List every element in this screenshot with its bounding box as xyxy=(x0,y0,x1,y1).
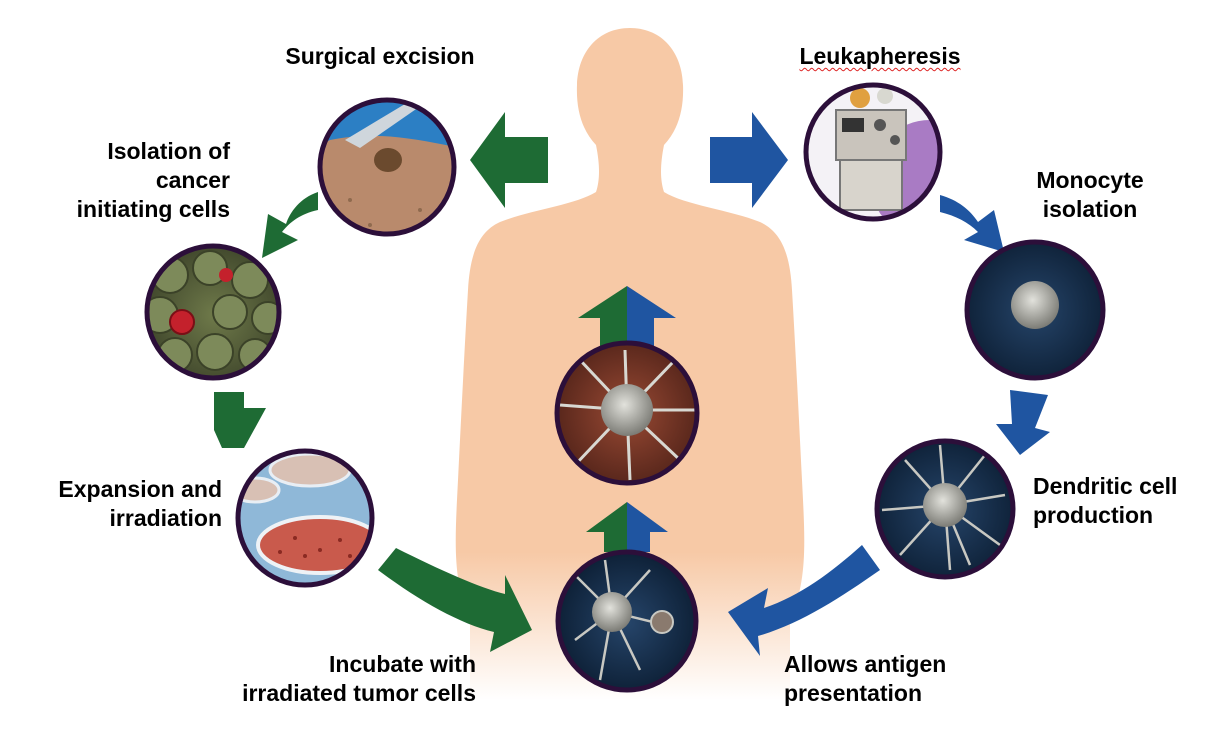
label-antigen: Allows antigen presentation xyxy=(784,650,1004,708)
leukapheresis-machine-image xyxy=(803,82,943,222)
label-isolation-line-1: Isolation of xyxy=(107,138,230,164)
label-leukapheresis: Leukapheresis xyxy=(760,42,1000,71)
split-up-arrow-icon xyxy=(578,286,676,552)
label-surgical-excision-text: Surgical excision xyxy=(285,43,475,69)
label-expansion-line-2: irradiation xyxy=(109,505,222,531)
blue-arrow-icon xyxy=(710,112,1050,656)
label-dendritic-line-2: production xyxy=(1033,502,1154,528)
cancer-cells-image xyxy=(144,243,282,381)
monocyte-image xyxy=(964,239,1106,381)
label-expansion: Expansion and irradiation xyxy=(20,475,222,533)
label-leukapheresis-text: Leukapheresis xyxy=(799,43,961,69)
label-dendritic: Dendritic cell production xyxy=(1033,472,1213,530)
label-antigen-line-1: Allows antigen xyxy=(784,651,947,677)
activated-cell-image xyxy=(554,340,700,486)
label-isolation-line-2: cancer xyxy=(155,167,230,193)
label-monocyte-line-1: Monocyte xyxy=(1036,167,1144,193)
dendritic-cell-image xyxy=(874,438,1016,580)
label-expansion-line-1: Expansion and xyxy=(58,476,222,502)
label-incubate-line-2: irradiated tumor cells xyxy=(242,680,476,706)
label-monocyte: Monocyte isolation xyxy=(1010,166,1170,224)
label-isolation-line-3: initiating cells xyxy=(76,196,230,222)
label-surgical-excision: Surgical excision xyxy=(250,42,510,71)
petri-dish-image xyxy=(235,448,375,588)
incubation-image xyxy=(555,549,699,693)
label-antigen-line-2: presentation xyxy=(784,680,923,706)
green-arrow-icon xyxy=(214,112,548,652)
label-monocyte-line-2: isolation xyxy=(1042,196,1138,222)
label-incubate: Incubate with irradiated tumor cells xyxy=(200,650,476,708)
label-dendritic-line-1: Dendritic cell xyxy=(1033,473,1178,499)
label-incubate-line-1: Incubate with xyxy=(329,651,476,677)
label-isolation: Isolation of cancer initiating cells xyxy=(40,137,230,224)
surgical-excision-image xyxy=(317,97,457,237)
